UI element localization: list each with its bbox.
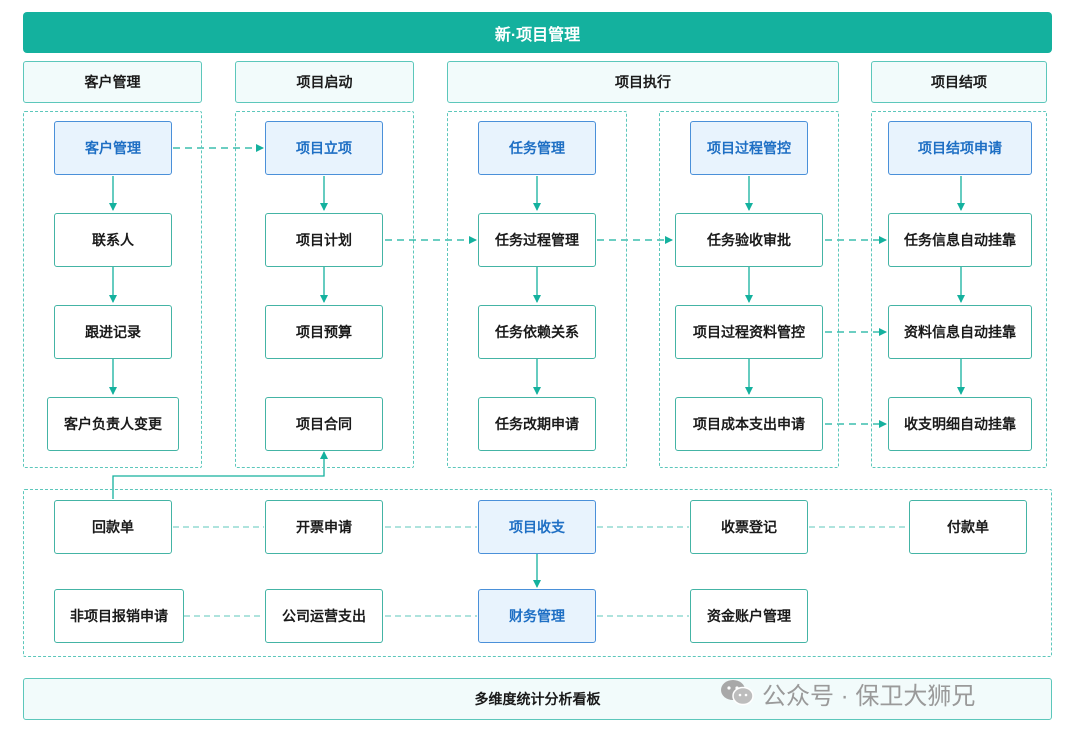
section-header-closing: 项目结项 [871,61,1047,103]
node-task-dependency: 任务依赖关系 [478,305,596,359]
node-cost-request: 项目成本支出申请 [675,397,823,451]
node-task-process: 任务过程管理 [478,213,596,267]
node-project-setup: 项目立项 [265,121,383,175]
group-customer [23,111,202,468]
node-project-budget: 项目预算 [265,305,383,359]
node-project-finance: 项目收支 [478,500,596,554]
group-finance [23,489,1052,657]
watermark: 公众号 · 保卫大狮兄 [720,676,975,710]
group-task [447,111,627,468]
node-process-control: 项目过程管控 [690,121,808,175]
node-task-acceptance: 任务验收审批 [675,213,823,267]
group-initiation [235,111,414,468]
node-finance-detail-attach: 收支明细自动挂靠 [888,397,1032,451]
dashboard-bar: 多维度统计分析看板 [23,678,1052,720]
node-invoice-receipt: 收票登记 [690,500,808,554]
node-company-expense: 公司运营支出 [265,589,383,643]
section-header-customer: 客户管理 [23,61,202,103]
node-task-info-attach: 任务信息自动挂靠 [888,213,1032,267]
node-task-mgmt: 任务管理 [478,121,596,175]
node-payment-order: 付款单 [909,500,1027,554]
section-header-execution: 项目执行 [447,61,839,103]
node-payment-received: 回款单 [54,500,172,554]
node-contact: 联系人 [54,213,172,267]
group-process-control [659,111,839,468]
node-invoice-request: 开票申请 [265,500,383,554]
node-project-contract: 项目合同 [265,397,383,451]
wechat-icon [721,680,754,706]
node-finance-mgmt: 财务管理 [478,589,596,643]
node-customer-mgmt: 客户管理 [54,121,172,175]
node-non-project-expense: 非项目报销申请 [54,589,184,643]
diagram-title: 新·项目管理 [23,12,1052,53]
node-project-plan: 项目计划 [265,213,383,267]
watermark-text: 公众号 · 保卫大狮兄 [762,682,976,710]
section-header-initiation: 项目启动 [235,61,414,103]
node-owner-change: 客户负责人变更 [47,397,179,451]
node-doc-control: 项目过程资料管控 [675,305,823,359]
arrow-payment-to-contract [112,451,328,499]
node-task-reschedule: 任务改期申请 [478,397,596,451]
node-followup: 跟进记录 [54,305,172,359]
group-closing [871,111,1047,468]
node-closing-request: 项目结项申请 [888,121,1032,175]
node-fund-account: 资金账户管理 [690,589,808,643]
node-doc-info-attach: 资料信息自动挂靠 [888,305,1032,359]
